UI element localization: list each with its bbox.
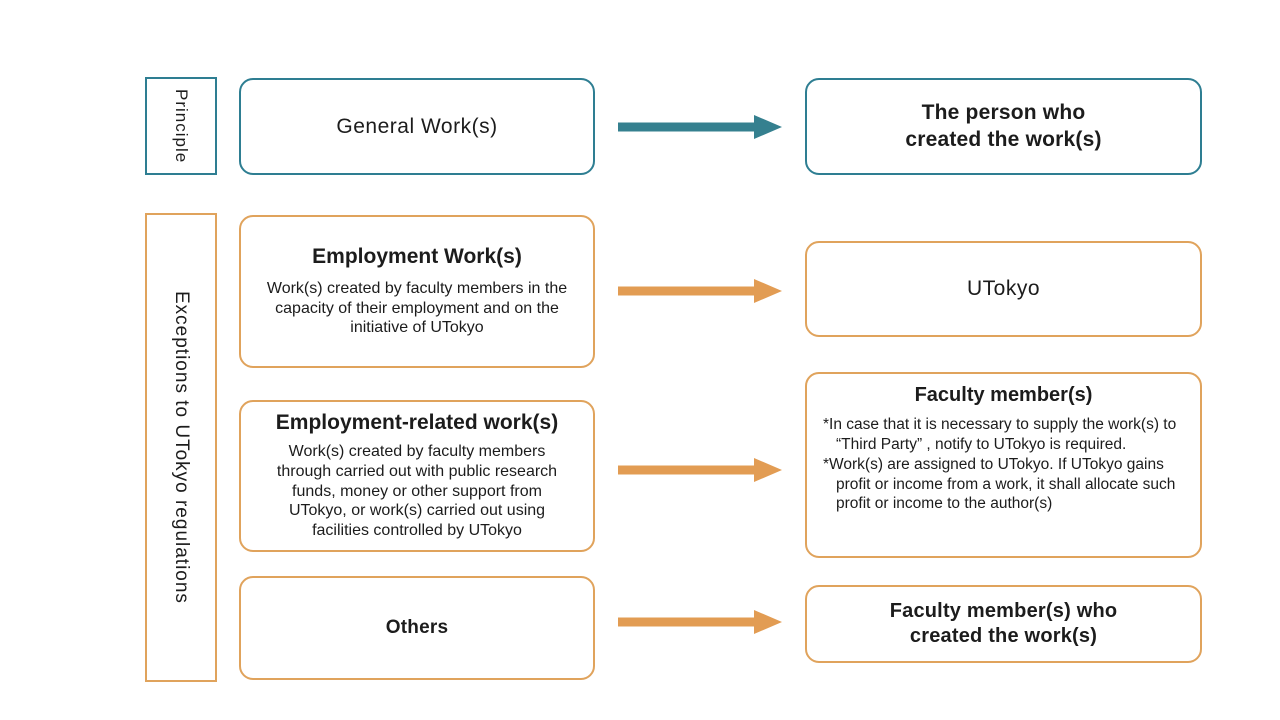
- employment-works-description: Work(s) created by faculty members in th…: [266, 279, 568, 337]
- principle-label: Principle: [172, 88, 191, 164]
- arrow-related-to-faculty-icon: [618, 458, 782, 482]
- employment-works-box: Employment Work(s) Work(s) created by fa…: [239, 215, 595, 368]
- employment-related-title: Employment-related work(s): [275, 411, 559, 435]
- others-title: Others: [385, 617, 449, 638]
- faculty-members-box: Faculty member(s) *In case that it is ne…: [805, 372, 1202, 558]
- exceptions-section-box: Exceptions to UTokyo regulations: [145, 213, 217, 682]
- employment-works-title: Employment Work(s): [312, 244, 522, 268]
- faculty-note-assignment: *Work(s) are assigned to UTokyo. If UTok…: [823, 456, 1176, 513]
- arrow-others-to-faculty-icon: [618, 610, 782, 634]
- faculty-who-created-title: Faculty member(s) who created the work(s…: [889, 600, 1118, 647]
- faculty-members-notes: *In case that it is necessary to supply …: [807, 415, 1200, 514]
- person-created-box: The person who created the work(s): [805, 78, 1202, 175]
- arrow-employment-to-utokyo-icon: [618, 279, 782, 303]
- utokyo-box: UTokyo: [805, 241, 1202, 337]
- faculty-members-title: Faculty member(s): [914, 384, 1093, 406]
- employment-related-description: Work(s) created by faculty members throu…: [276, 443, 558, 539]
- general-works-box: General Work(s): [239, 78, 595, 175]
- faculty-note-third-party: *In case that it is necessary to supply …: [823, 416, 1177, 453]
- faculty-who-created-box: Faculty member(s) who created the work(s…: [805, 585, 1202, 663]
- utokyo-title: UTokyo: [966, 277, 1041, 300]
- others-box: Others: [239, 576, 595, 680]
- person-created-title: The person who created the work(s): [905, 101, 1102, 151]
- principle-section-box: Principle: [145, 77, 217, 175]
- general-works-title: General Work(s): [336, 114, 498, 138]
- exceptions-label: Exceptions to UTokyo regulations: [171, 291, 192, 604]
- arrow-general-to-person-icon: [618, 115, 782, 139]
- employment-related-box: Employment-related work(s) Work(s) creat…: [239, 400, 595, 552]
